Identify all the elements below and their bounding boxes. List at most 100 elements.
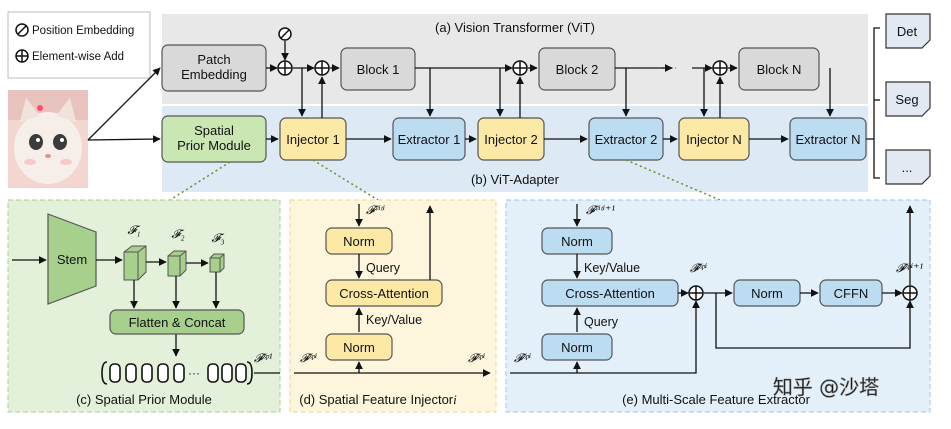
output-seg: Seg bbox=[885, 81, 931, 117]
svg-text:Stem: Stem bbox=[57, 252, 87, 267]
e-norm-top: Norm bbox=[541, 227, 613, 255]
block-n-label: Block N bbox=[757, 62, 802, 77]
svg-text:Injector N: Injector N bbox=[686, 132, 742, 147]
e-f-vit-label: 𝓕ᵛⁱᵗⁱ⁺¹ bbox=[586, 203, 615, 217]
position-embedding-node bbox=[278, 27, 292, 41]
svg-text:Injector 2: Injector 2 bbox=[484, 132, 537, 147]
element-wise-add-icon bbox=[512, 60, 528, 76]
token bbox=[141, 363, 153, 383]
block-1-label: Block 1 bbox=[357, 62, 400, 77]
block-2-label: Block 2 bbox=[556, 62, 599, 77]
token-sequence: ··· bbox=[101, 361, 253, 385]
injector-2-box: Injector 2 bbox=[477, 117, 545, 161]
svg-text:(d) Spatial Feature Injectori: (d) Spatial Feature Injectori bbox=[299, 392, 457, 407]
extractor-n-box: Extractor N bbox=[789, 117, 867, 161]
token-bracket-right bbox=[246, 361, 253, 385]
f3-cube bbox=[209, 253, 225, 273]
d-norm-bottom: Norm bbox=[325, 333, 393, 361]
token bbox=[157, 363, 169, 383]
e-add-2 bbox=[902, 285, 918, 301]
token bbox=[207, 363, 219, 383]
svg-text:Extractor N: Extractor N bbox=[795, 132, 860, 147]
stem-box: Stem bbox=[47, 213, 97, 305]
e-f-sp-in-label: 𝓕ˢᵖⁱ bbox=[514, 351, 532, 365]
zoom-lines bbox=[169, 159, 721, 201]
output-more: ... bbox=[885, 149, 931, 185]
token bbox=[221, 363, 233, 383]
svg-text:Norm: Norm bbox=[343, 340, 375, 355]
position-embedding-icon bbox=[15, 23, 29, 37]
svg-text:Flatten & Concat: Flatten & Concat bbox=[129, 315, 226, 330]
legend: Position Embedding Element-wise Add bbox=[7, 11, 151, 79]
e-cross-attention: Cross-Attention bbox=[541, 279, 679, 307]
extractor-1-box: Extractor 1 bbox=[392, 117, 466, 161]
legend-element-wise-add: Element-wise Add bbox=[32, 51, 124, 63]
svg-text:Cross-Attention: Cross-Attention bbox=[565, 286, 655, 301]
d-query-label: Query bbox=[366, 261, 401, 275]
injector-1-box: Injector 1 bbox=[279, 117, 347, 161]
vit-title: (a) Vision Transformer (ViT) bbox=[435, 20, 595, 35]
panel-e-title: (e) Multi-Scale Feature Extractor bbox=[622, 392, 811, 407]
svg-text:Norm: Norm bbox=[751, 286, 783, 301]
token bbox=[173, 363, 185, 383]
e-f-sp-out-label: 𝓕ˢᵖⁱ⁺¹ bbox=[896, 261, 924, 275]
f3-label: 𝓕₃ bbox=[211, 231, 224, 245]
svg-text:CFFN: CFFN bbox=[834, 286, 869, 301]
f2-label: 𝓕₂ bbox=[171, 227, 184, 241]
svg-text:Extractor 2: Extractor 2 bbox=[595, 132, 658, 147]
watermark: 知乎 @沙塔 bbox=[773, 375, 879, 399]
block-n-box: Block N bbox=[738, 47, 820, 91]
f1-label: 𝓕₁ bbox=[127, 223, 140, 237]
svg-text:Norm: Norm bbox=[343, 234, 375, 249]
svg-text:Seg: Seg bbox=[895, 92, 918, 107]
d-f-sp-in-label: 𝓕ˢᵖⁱ bbox=[300, 351, 318, 365]
panel-d-title: (d) Spatial Feature Injector bbox=[299, 392, 454, 407]
e-query-label: Query bbox=[584, 315, 619, 329]
element-wise-add-icon bbox=[712, 60, 728, 76]
legend-box bbox=[7, 11, 151, 79]
svg-text:Cross-Attention: Cross-Attention bbox=[339, 286, 429, 301]
e-norm-mid: Norm bbox=[733, 279, 801, 307]
svg-text:...: ... bbox=[902, 160, 913, 175]
token bbox=[235, 363, 247, 383]
d-f-sp-out-label: 𝓕ˢᵖⁱ bbox=[468, 351, 486, 365]
flatten-concat-box: Flatten & Concat bbox=[109, 309, 245, 335]
block-2-box: Block 2 bbox=[538, 47, 616, 91]
e-key-value-label: Key/Value bbox=[584, 261, 640, 275]
f-sp1-label: 𝓕ˢᵖ¹ bbox=[254, 351, 273, 365]
f1-cube bbox=[123, 245, 147, 281]
d-f-vit-label: 𝓕ᵛⁱᵗⁱ bbox=[366, 203, 386, 217]
block-1-box: Block 1 bbox=[340, 47, 416, 91]
token-bracket-left bbox=[101, 361, 108, 385]
svg-text:Norm: Norm bbox=[561, 234, 593, 249]
vit-connections bbox=[87, 27, 880, 179]
f2-cube bbox=[167, 250, 187, 277]
svg-text:Norm: Norm bbox=[561, 340, 593, 355]
element-wise-add-icon bbox=[277, 60, 293, 76]
e-norm-bottom: Norm bbox=[541, 333, 613, 361]
e-cffn: CFFN bbox=[819, 279, 883, 307]
token-ellipsis: ··· bbox=[188, 366, 200, 380]
token bbox=[125, 363, 137, 383]
svg-text:Extractor 1: Extractor 1 bbox=[398, 132, 461, 147]
d-key-value-label: Key/Value bbox=[366, 313, 422, 327]
panel-d-title-var: i bbox=[453, 392, 457, 407]
d-cross-attention: Cross-Attention bbox=[325, 279, 443, 307]
e-f-sp-hat-label: 𝓕̂ˢᵖⁱ bbox=[690, 261, 708, 275]
panel-c-title: (c) Spatial Prior Module bbox=[76, 392, 212, 407]
legend-position-embedding: Position Embedding bbox=[32, 25, 134, 37]
output-det: Det bbox=[885, 13, 931, 49]
adapter-title: (b) ViT-Adapter bbox=[471, 172, 560, 187]
svg-text:Det: Det bbox=[897, 24, 918, 39]
element-wise-add-icon bbox=[314, 60, 330, 76]
add-nodes bbox=[277, 60, 728, 76]
injector-n-box: Injector N bbox=[678, 117, 750, 161]
d-norm-top: Norm bbox=[325, 227, 393, 255]
svg-text:Injector 1: Injector 1 bbox=[286, 132, 339, 147]
token bbox=[109, 363, 121, 383]
